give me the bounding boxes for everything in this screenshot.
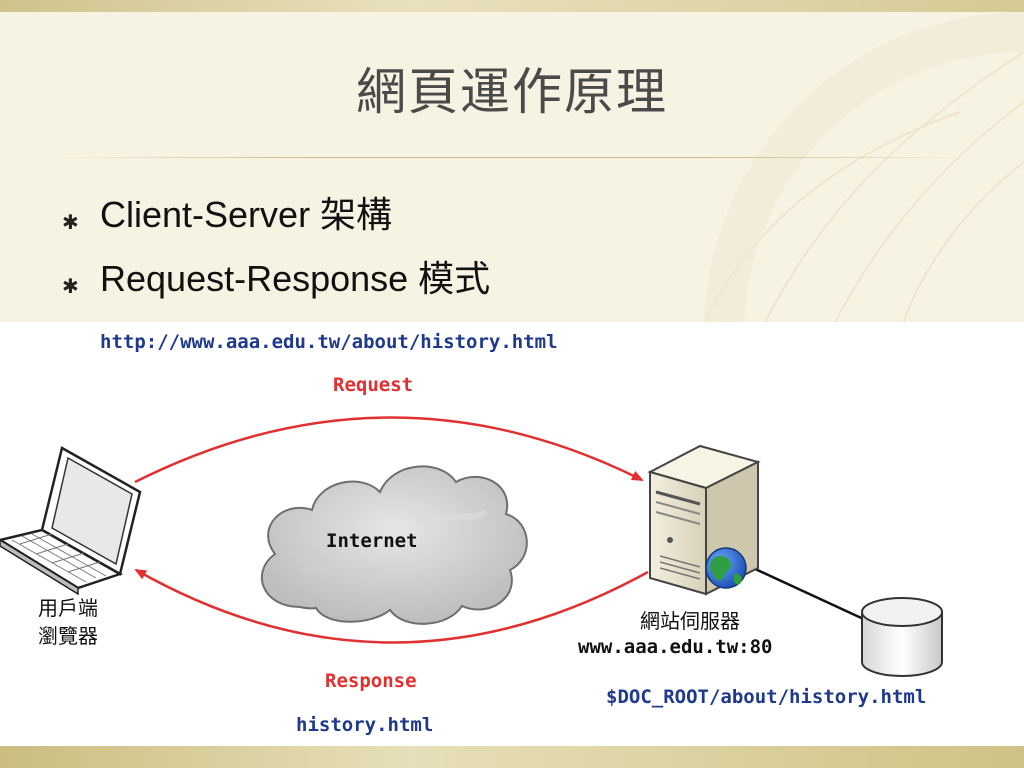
- bullet-text: Client-Server 架構: [100, 194, 393, 235]
- background-decoration: [699, 12, 1024, 332]
- cloud-icon: [260, 465, 528, 625]
- laptop-icon: [0, 446, 142, 596]
- response-file: history.html: [296, 714, 434, 736]
- client-server-diagram: http://www.aaa.edu.tw/about/history.html…: [0, 322, 1024, 746]
- title-divider: [48, 157, 974, 158]
- browser-label: 瀏覽器: [38, 624, 98, 648]
- server-database-connector: [739, 560, 871, 624]
- asterisk-bullet-icon: ✱: [62, 276, 79, 298]
- server-label: 網站伺服器: [640, 609, 740, 633]
- client-label: 用戶端: [38, 596, 98, 620]
- server-host: www.aaa.edu.tw:80: [578, 636, 773, 658]
- globe-icon: [705, 547, 747, 589]
- response-label: Response: [325, 670, 417, 692]
- slide-title: 網頁運作原理: [356, 63, 668, 121]
- database-icon: [861, 597, 943, 677]
- request-label: Request: [333, 374, 414, 396]
- asterisk-bullet-icon: ✱: [62, 212, 79, 234]
- bottom-decorative-band: [0, 746, 1024, 768]
- doc-root-path: $DOC_ROOT/about/history.html: [606, 686, 927, 708]
- diagram-graphics: [0, 416, 943, 677]
- top-decorative-band: [0, 0, 1024, 12]
- request-url: http://www.aaa.edu.tw/about/history.html: [100, 331, 558, 353]
- bullet-text: Request-Response 模式: [100, 258, 491, 299]
- request-arrow: [134, 416, 644, 484]
- response-arrow: [134, 568, 649, 644]
- internet-label: Internet: [326, 530, 418, 552]
